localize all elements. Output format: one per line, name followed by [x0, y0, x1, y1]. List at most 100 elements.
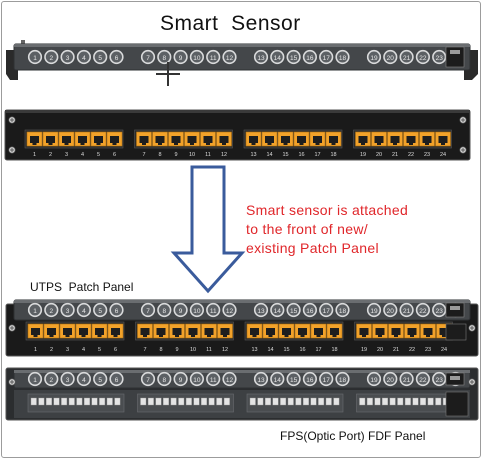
optic-port	[223, 397, 230, 406]
sensor-port-number: 4	[82, 308, 86, 315]
sensor-led	[302, 371, 318, 387]
sensor-port-number: 21	[403, 308, 411, 315]
sensor-led	[319, 49, 334, 65]
rj45-slot	[95, 328, 104, 335]
rj45-slot	[188, 328, 198, 335]
sensor-led	[206, 371, 221, 387]
port-number: 12	[221, 152, 227, 158]
sensor-led	[415, 302, 431, 318]
fps-side-module	[445, 391, 469, 417]
sensor-led	[319, 302, 334, 318]
rj45-latch	[207, 334, 211, 337]
optic-port	[201, 397, 208, 406]
rj45-latch	[142, 142, 146, 145]
sensor-port-number: 17	[323, 308, 331, 315]
sensor-port-number: 16	[306, 308, 314, 315]
sensor-led	[27, 371, 43, 387]
sensor-port-number: 3	[66, 377, 70, 384]
sensor-led	[189, 49, 204, 65]
sensor-led	[302, 302, 318, 318]
sensor-led	[44, 302, 59, 318]
sensor-led	[76, 371, 91, 387]
rj45-slot	[422, 136, 432, 143]
port-number: 8	[158, 152, 161, 158]
optic-port	[303, 397, 309, 406]
sensor-led	[335, 49, 350, 65]
rj45-slot	[391, 328, 401, 335]
port-number: 9	[174, 152, 177, 158]
rj45-slot	[265, 136, 274, 143]
sensor-led	[109, 302, 124, 318]
sensor-port-number: 20	[387, 308, 395, 315]
optic-port	[163, 397, 170, 406]
sensor-led	[140, 302, 156, 318]
rj45-slot	[423, 328, 433, 335]
sensor-port-number: 7	[146, 308, 150, 315]
rj45-latch	[362, 334, 366, 337]
sensor-led	[44, 49, 59, 65]
sensor-led	[93, 371, 108, 387]
rj45-latch	[191, 334, 195, 337]
sensor-led	[173, 371, 188, 387]
sensor-port-number: 9	[179, 377, 183, 384]
sensor-port-number: 2	[49, 377, 53, 384]
sensor-led	[432, 302, 447, 318]
port-number: 21	[393, 347, 399, 353]
sensor-port-number: 23	[436, 55, 444, 62]
port-number: 11	[206, 347, 212, 353]
port-number: 13	[251, 347, 257, 353]
down-arrow-icon	[170, 165, 246, 294]
port-number: 6	[114, 347, 117, 353]
rj45-latch	[223, 334, 227, 337]
rj45-slot	[250, 328, 259, 335]
sensor-port-number: 1	[33, 55, 37, 62]
rj45-slot	[329, 136, 338, 143]
optic-port	[272, 397, 279, 406]
sensor-port-number: 5	[98, 377, 102, 384]
sensor-led	[253, 302, 269, 318]
port-number: 21	[392, 152, 398, 158]
rj45-latch	[251, 142, 256, 145]
sensor-led	[109, 371, 124, 387]
sensor-led	[366, 49, 382, 65]
sensor-led	[189, 371, 204, 387]
sensor-port-number: 7	[146, 377, 150, 384]
rj45-slot	[374, 136, 384, 143]
port-number: 23	[425, 347, 431, 353]
sensor-port-number: 13	[257, 55, 265, 62]
rj45-slot	[47, 328, 56, 335]
port-number: 7	[143, 347, 146, 353]
optic-port	[53, 397, 60, 406]
rj45-slot	[266, 328, 275, 335]
rj45-latch	[206, 142, 210, 145]
sensor-led	[189, 302, 204, 318]
sensor-led	[270, 49, 285, 65]
port-number: 24	[441, 347, 447, 353]
sensor-strip-highlight	[14, 300, 470, 303]
sensor-port-number: 18	[339, 55, 347, 62]
attachment-note: Smart sensor is attached to the front of…	[246, 201, 466, 258]
port-number: 24	[440, 152, 446, 158]
port-number: 4	[82, 347, 85, 353]
sensor-port-number: 21	[403, 377, 411, 384]
port-number: 14	[267, 347, 273, 353]
sensor-port-number: 3	[66, 55, 70, 62]
optic-port	[325, 397, 332, 406]
rj45-latch	[361, 142, 365, 145]
optic-port	[216, 397, 223, 406]
rj45-slot	[220, 328, 230, 335]
sensor-led	[415, 371, 431, 387]
sensor-led	[60, 49, 75, 65]
sensor-led	[399, 49, 414, 65]
sensor-port-number: 12	[226, 308, 234, 315]
rj45-latch	[80, 142, 85, 145]
port-number: 12	[222, 347, 228, 353]
utps-side-module	[445, 323, 467, 341]
rj45-slot	[406, 136, 416, 143]
rj45-slot	[358, 136, 368, 143]
sensor-port-number: 4	[82, 55, 86, 62]
port-number: 2	[49, 152, 52, 158]
port-number: 17	[314, 152, 320, 158]
sensor-port-number: 6	[115, 55, 119, 62]
sensor-led	[286, 371, 301, 387]
